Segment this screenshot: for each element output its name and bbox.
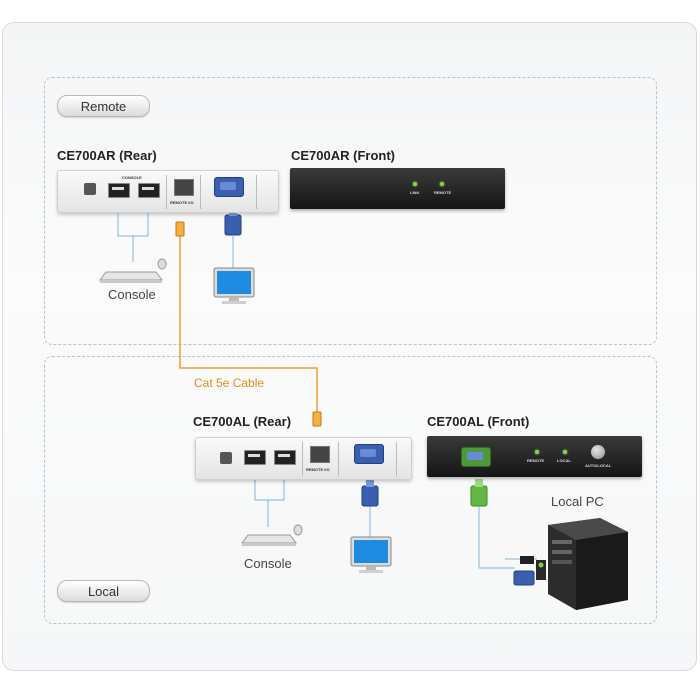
- remote-keyboard-icon: [99, 258, 167, 283]
- link-led-label: LINK: [410, 190, 420, 195]
- link-led: [413, 182, 417, 186]
- remote-rj45-plug: [175, 221, 185, 237]
- remote-console-link: [117, 212, 149, 237]
- ce700ar-rear-panel: CONSOLE REMOTE I/O: [57, 170, 279, 213]
- local-pc-icon: [548, 518, 628, 610]
- local-zone: [44, 356, 657, 624]
- ce700al-front-panel: REMOTE LOCAL AUTO/LOCAL: [427, 436, 642, 477]
- console-usb-port-2: [138, 183, 160, 198]
- remote-monitor-icon: [213, 267, 255, 304]
- local-monitor-icon: [350, 536, 392, 573]
- pc-connectors-icon: [513, 556, 546, 586]
- local-rear-title: CE700AL (Rear): [193, 414, 292, 429]
- local-led-label: LOCAL: [557, 458, 571, 463]
- local-console-link: [254, 478, 285, 501]
- remote-led: [440, 182, 444, 186]
- cat5e-cable-label: Cat 5e Cable: [194, 376, 265, 390]
- remote-zone-label: Remote: [57, 95, 150, 117]
- auto-local-button-label: AUTO/LOCAL: [585, 463, 612, 468]
- remote-zone: [44, 77, 657, 345]
- local-front-title: CE700AL (Front): [427, 414, 530, 429]
- vga-port: [354, 444, 384, 464]
- local-led: [563, 450, 567, 454]
- local-keyboard-icon: [241, 524, 303, 546]
- cat5e-cable-line: [179, 236, 318, 412]
- power-jack: [84, 183, 96, 195]
- remote-io-port: [310, 446, 330, 463]
- local-zone-label: Local: [57, 580, 150, 602]
- remote-led: [535, 450, 539, 454]
- ce700ar-front-panel: LINK REMOTE: [290, 168, 505, 209]
- local-rj45-plug: [312, 411, 322, 427]
- remote-front-title: CE700AR (Front): [291, 148, 396, 163]
- console-port-label: CONSOLE: [122, 175, 142, 180]
- ce700al-rear-panel: REMOTE I/O: [195, 437, 412, 480]
- local-pc-label: Local PC: [551, 494, 604, 509]
- local-console-label: Console: [244, 556, 292, 571]
- auto-local-button[interactable]: [591, 445, 605, 459]
- console-usb-port-1: [108, 183, 130, 198]
- remote-io-port-label: REMOTE I/O: [306, 467, 330, 472]
- remote-io-port: [174, 179, 194, 196]
- local-vga-plug: [361, 479, 379, 507]
- remote-io-port-label: REMOTE I/O: [170, 200, 194, 205]
- power-jack: [220, 452, 232, 464]
- remote-led-label: REMOTE: [527, 458, 545, 463]
- pc-vga-port: [461, 447, 491, 467]
- remote-led-label: REMOTE: [434, 190, 452, 195]
- console-usb-port-1: [244, 450, 266, 465]
- remote-console-label: Console: [108, 287, 156, 302]
- local-front-vga-plug: [470, 479, 488, 507]
- remote-rear-title: CE700AR (Rear): [57, 148, 157, 163]
- vga-port: [214, 177, 244, 197]
- local-pc-link: [478, 506, 515, 569]
- console-usb-port-2: [274, 450, 296, 465]
